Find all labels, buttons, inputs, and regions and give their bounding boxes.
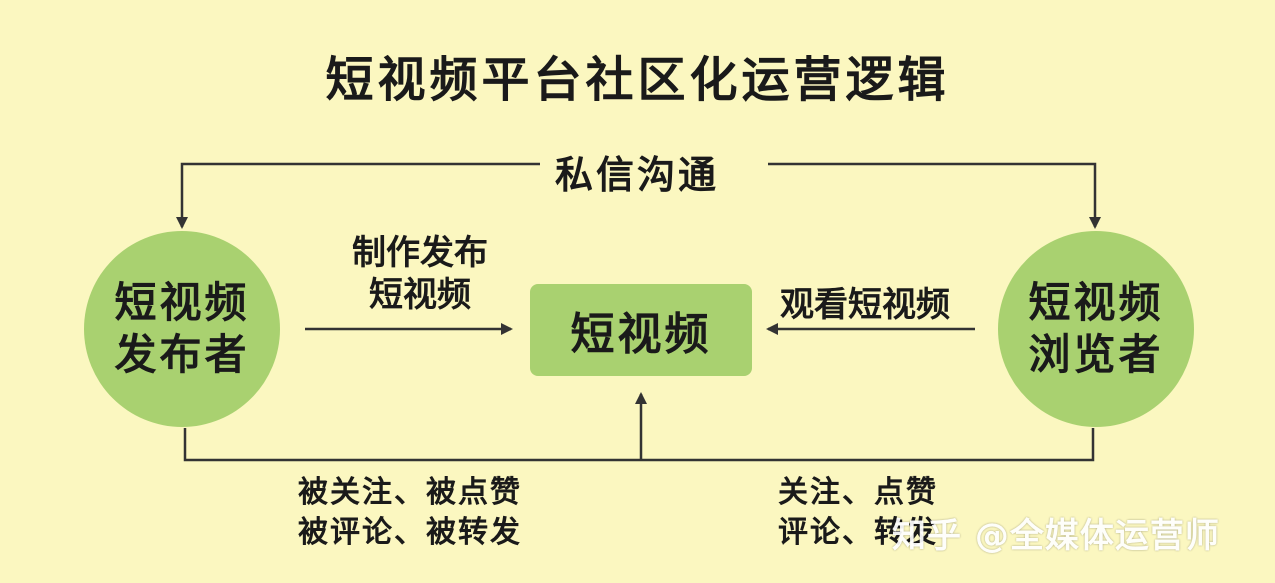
viewer-actions-line2: 评论、转发 [778,515,938,550]
viewer-node: 短视频 浏览者 [998,231,1194,427]
dm-line-right [768,162,1101,229]
viewer-line2: 浏览者 [1028,330,1164,379]
publisher-feedback-line2: 被评论、被转发 [298,515,522,550]
viewer-actions-label: 关注、点赞 评论、转发 [778,473,938,553]
short-video-node: 短视频 [530,284,752,376]
publisher-feedback-line1: 被关注、被点赞 [298,475,522,510]
publisher-node: 短视频 发布者 [84,231,280,427]
direct-message-label: 私信沟通 [545,144,730,199]
publisher-line2: 发布者 [114,330,250,379]
make-publish-label: 制作发布 短视频 [330,232,510,316]
make-publish-line1: 制作发布 [352,233,488,273]
publisher-line1: 短视频 [114,278,250,327]
make-publish-line2: 短视频 [369,275,471,315]
viewer-actions-line1: 关注、点赞 [778,475,938,510]
watch-label: 观看短视频 [780,285,950,325]
viewer-line1: 短视频 [1028,278,1164,327]
dm-line-left [176,162,540,229]
zhihu-watermark: 知乎 @全媒体运营师 [892,516,1220,556]
publisher-feedback-label: 被关注、被点赞 被评论、被转发 [298,473,522,553]
feedback-line [183,428,1095,462]
diagram-title: 短视频平台社区化运营逻辑 [325,52,950,108]
